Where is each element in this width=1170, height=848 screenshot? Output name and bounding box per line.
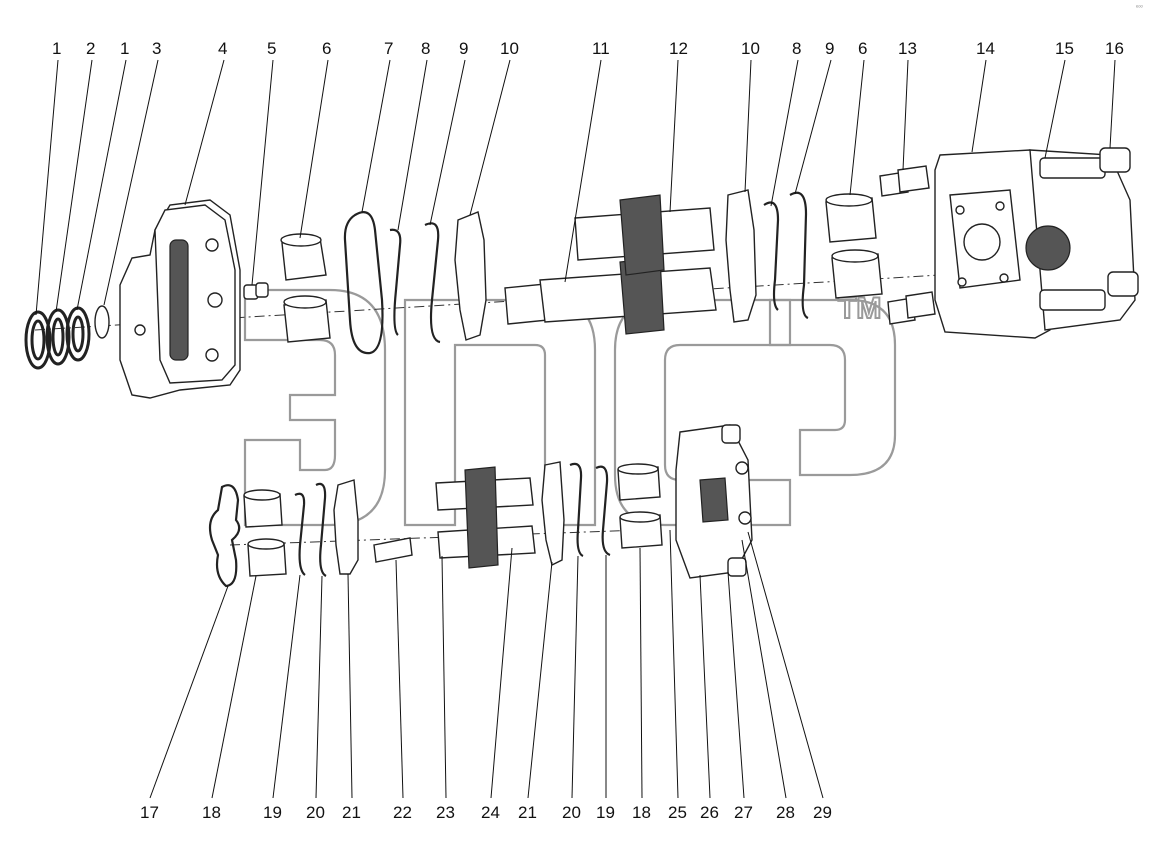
part-end-cover-26 bbox=[675, 424, 753, 579]
part-shaft-22 bbox=[373, 537, 413, 563]
callout: 11 bbox=[592, 39, 610, 58]
callouts-top: 1 2 1 3 4 5 6 7 8 9 10 11 12 10 8 9 6 13… bbox=[52, 39, 1124, 58]
callout: 2 bbox=[86, 39, 95, 58]
part-seal-ring-1 bbox=[24, 310, 52, 370]
callout: 20 bbox=[306, 803, 325, 822]
callout: 19 bbox=[263, 803, 282, 822]
part-oring-7 bbox=[343, 211, 384, 355]
part-washer-3 bbox=[94, 305, 110, 339]
part-clip-19-left bbox=[294, 492, 306, 576]
part-drive-gear-11 bbox=[504, 257, 717, 335]
part-bushing-6-right-bottom bbox=[831, 249, 883, 299]
callout: 28 bbox=[776, 803, 795, 822]
callout: 19 bbox=[596, 803, 615, 822]
part-bushing-18-left bbox=[243, 489, 287, 577]
callout: 6 bbox=[322, 39, 331, 58]
callout: 10 bbox=[500, 39, 519, 58]
part-gear-23-24 bbox=[435, 466, 536, 569]
callout: 18 bbox=[202, 803, 221, 822]
part-clip-9-left bbox=[424, 222, 441, 344]
part-driven-gear-12 bbox=[574, 194, 715, 276]
callout: 14 bbox=[976, 39, 995, 58]
callout: 24 bbox=[481, 803, 500, 822]
part-seal-ring-1b bbox=[65, 306, 91, 362]
callout: 8 bbox=[421, 39, 430, 58]
part-gasket-17 bbox=[208, 484, 241, 588]
part-front-cover-4 bbox=[119, 199, 241, 399]
callout: 27 bbox=[734, 803, 753, 822]
part-plate-10-left bbox=[454, 211, 487, 341]
callout: 5 bbox=[267, 39, 276, 58]
callout: 4 bbox=[218, 39, 227, 58]
callouts-bottom: 17 18 19 20 21 22 23 24 21 20 19 18 25 2… bbox=[140, 803, 832, 822]
part-bushing-6-top bbox=[280, 233, 327, 281]
callout: 3 bbox=[152, 39, 161, 58]
callout: 20 bbox=[562, 803, 581, 822]
part-plate-10-right bbox=[725, 189, 757, 323]
callout: 15 bbox=[1055, 39, 1074, 58]
callout: 12 bbox=[669, 39, 688, 58]
part-bushing-6-bottom bbox=[283, 295, 331, 343]
callout: 6 bbox=[858, 39, 867, 58]
corner-mark: ᵉᵒᵒ bbox=[1136, 5, 1143, 11]
part-pump-housing-14 bbox=[934, 149, 1136, 339]
callout: 29 bbox=[813, 803, 832, 822]
callout: 1 bbox=[120, 39, 129, 58]
part-clip-8-left bbox=[389, 228, 402, 336]
callout: 22 bbox=[393, 803, 412, 822]
callout: 25 bbox=[668, 803, 687, 822]
callout: 17 bbox=[140, 803, 159, 822]
part-seal-2 bbox=[45, 308, 71, 366]
part-bushing-18-right bbox=[617, 463, 663, 549]
part-bushing-6-right-top bbox=[825, 193, 877, 243]
part-clip-8-right bbox=[763, 201, 780, 311]
callout: 9 bbox=[459, 39, 468, 58]
axis-line-bottom bbox=[229, 529, 641, 546]
part-clip-20-left bbox=[315, 482, 327, 577]
part-clip-19-right bbox=[595, 465, 611, 557]
callout: 23 bbox=[436, 803, 455, 822]
callout: 8 bbox=[792, 39, 801, 58]
callout: 1 bbox=[52, 39, 61, 58]
callout: 9 bbox=[825, 39, 834, 58]
callout: 16 bbox=[1105, 39, 1124, 58]
part-plate-21-left bbox=[333, 479, 359, 575]
callout: 21 bbox=[518, 803, 537, 822]
axis-line-top bbox=[34, 274, 941, 331]
part-bolt-15 bbox=[1039, 157, 1106, 311]
callout: 10 bbox=[741, 39, 760, 58]
part-plate-21-right bbox=[541, 461, 565, 567]
part-bushing-13 bbox=[879, 165, 936, 325]
callout: 21 bbox=[342, 803, 361, 822]
part-pin-5 bbox=[243, 282, 269, 300]
callout: 18 bbox=[632, 803, 651, 822]
callout: 26 bbox=[700, 803, 719, 822]
part-clip-9-right bbox=[789, 191, 809, 320]
leader-lines bbox=[35, 59, 1116, 799]
callout: 13 bbox=[898, 39, 917, 58]
part-clip-20-right bbox=[569, 462, 584, 558]
callout: 7 bbox=[384, 39, 393, 58]
part-bolt-head-16 bbox=[1099, 147, 1139, 297]
